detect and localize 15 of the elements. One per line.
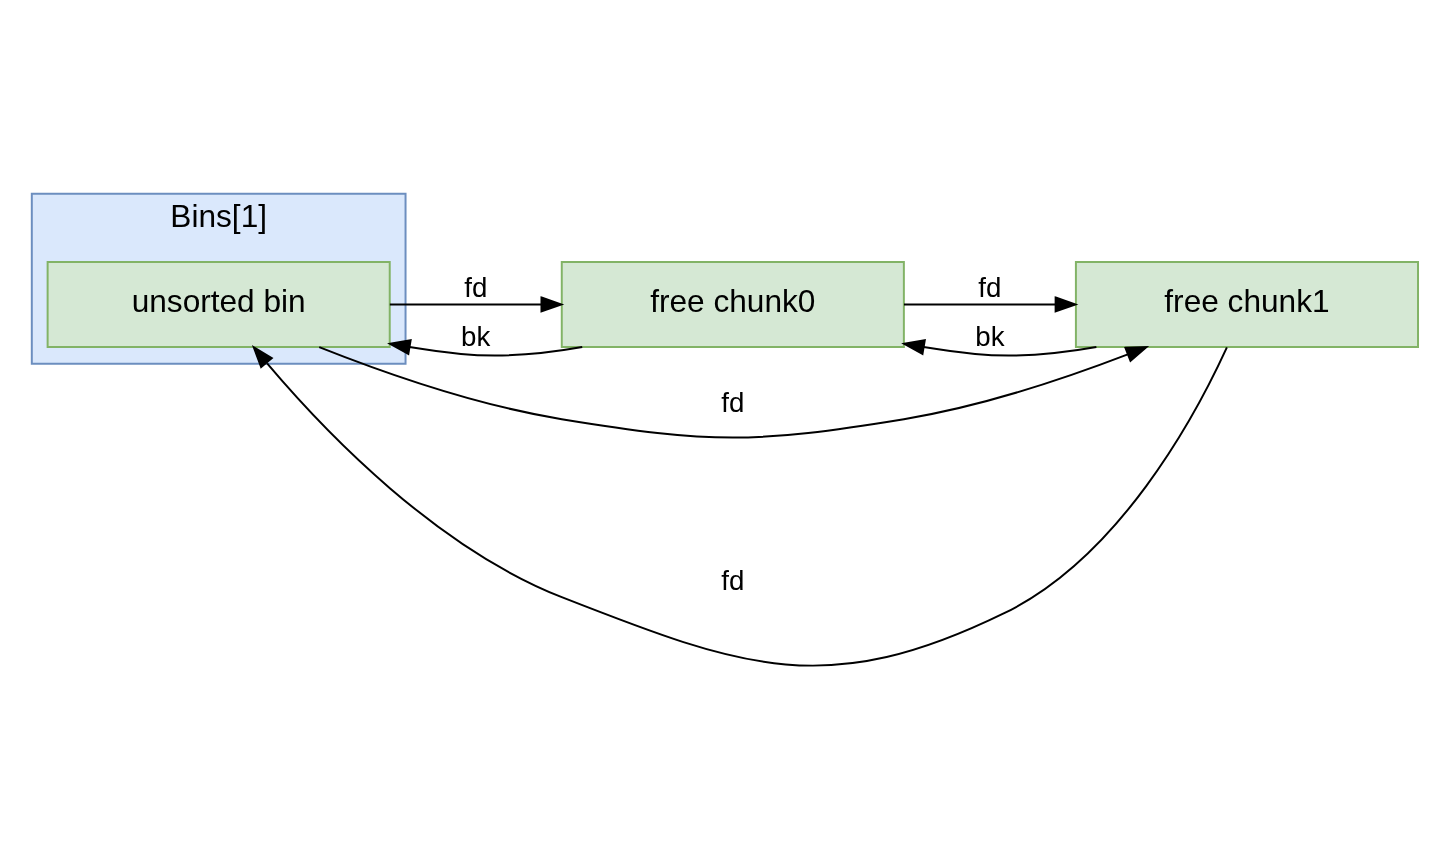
edge-label: fd <box>721 386 745 418</box>
node-box: free chunk1 <box>1074 260 1419 348</box>
edge-label: fd <box>464 271 488 303</box>
arrow <box>251 344 1228 667</box>
edge-label: fd <box>721 564 745 596</box>
edge-label: bk <box>461 320 491 352</box>
arrow <box>903 295 1079 313</box>
node-box: free chunk0 <box>560 260 905 348</box>
edge-label: fd <box>978 271 1002 303</box>
arrow <box>901 338 1098 356</box>
arrow <box>388 295 565 313</box>
edge-label: bk <box>975 320 1005 352</box>
node-box: unsorted bin <box>46 260 391 348</box>
arrow <box>387 338 584 356</box>
arrow <box>318 345 1150 439</box>
